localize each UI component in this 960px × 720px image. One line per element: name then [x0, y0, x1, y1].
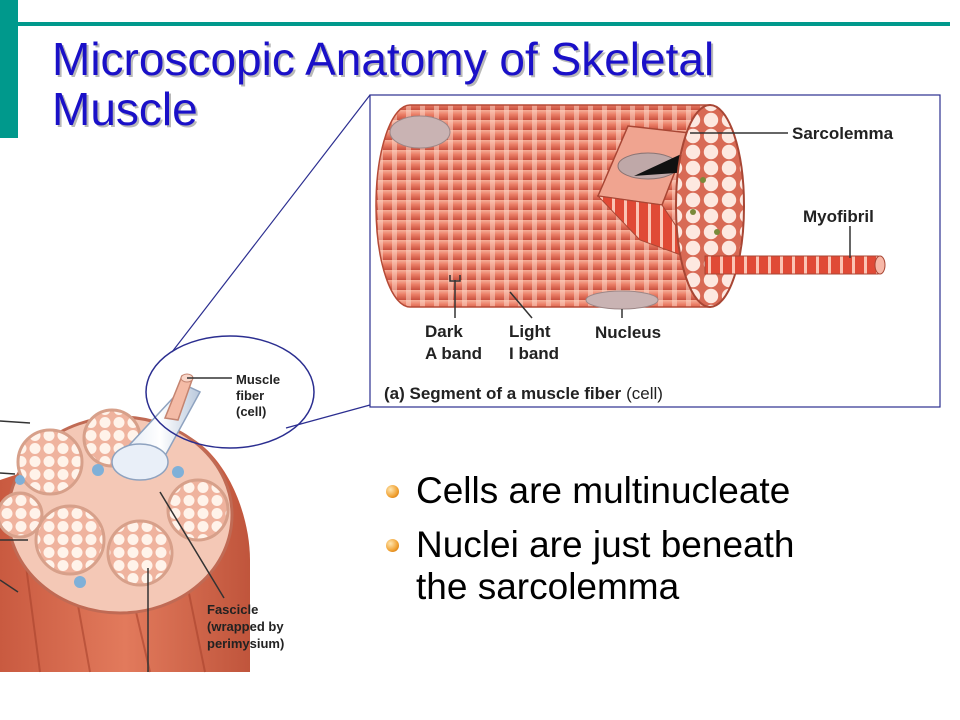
- label-myofibril: Myofibril: [803, 207, 874, 226]
- muscle-bundle-illustration: Muscle fiber (cell) Fascicle (wrapped by…: [0, 372, 284, 673]
- bullet-item: Cells are multinucleate: [386, 470, 946, 512]
- fiber-end-face: [675, 104, 745, 308]
- label-dark: Dark: [425, 322, 463, 341]
- label-fiber: fiber: [236, 388, 264, 403]
- accent-bar: [0, 0, 18, 138]
- bullet-text-continued: the sarcolemma: [416, 566, 680, 607]
- bullet-list: Cells are multinucleate Nuclei are just …: [386, 470, 946, 620]
- label-fiber-cell: (cell): [236, 404, 266, 419]
- zoom-connector-bottom: [285, 404, 371, 429]
- caption-suffix: (cell): [626, 384, 663, 403]
- bullet-text: Nuclei are just beneath: [416, 524, 795, 565]
- label-perimysium: perimysium): [207, 636, 284, 651]
- label-fascicle: Fascicle: [207, 602, 258, 617]
- label-wrapped-by: (wrapped by: [207, 619, 284, 634]
- zoom-connector-top: [171, 94, 371, 353]
- muscle-fiber-inset: Sarcolemma Myofibril Dark A band Light I…: [369, 94, 941, 408]
- zoom-callout-ellipse: [145, 335, 315, 449]
- label-i-band: I band: [509, 344, 559, 363]
- title-line-1: Microscopic Anatomy of Skeletal: [52, 33, 715, 85]
- bullet-marker-icon: [386, 539, 399, 552]
- protruding-myofibril: [704, 255, 879, 275]
- bullet-marker-icon: [386, 485, 399, 498]
- label-a-band: A band: [425, 344, 482, 363]
- title-line-2: Muscle: [52, 83, 198, 135]
- label-nucleus: Nucleus: [595, 323, 661, 342]
- label-muscle: Muscle: [236, 372, 280, 387]
- top-rule: [18, 22, 950, 26]
- inset-caption: (a) Segment of a muscle fiber (cell): [384, 384, 663, 403]
- nucleus-top-left: [389, 115, 451, 149]
- slide-title: Microscopic Anatomy of Skeletal Muscle: [52, 34, 872, 134]
- bullet-item: Nuclei are just beneath the sarcolemma: [386, 524, 946, 608]
- caption-prefix: (a) Segment of a muscle fiber: [384, 384, 621, 403]
- bullet-text: Cells are multinucleate: [416, 470, 791, 511]
- label-sarcolemma: Sarcolemma: [792, 124, 894, 143]
- nucleus-bottom: [585, 290, 659, 310]
- label-light: Light: [509, 322, 551, 341]
